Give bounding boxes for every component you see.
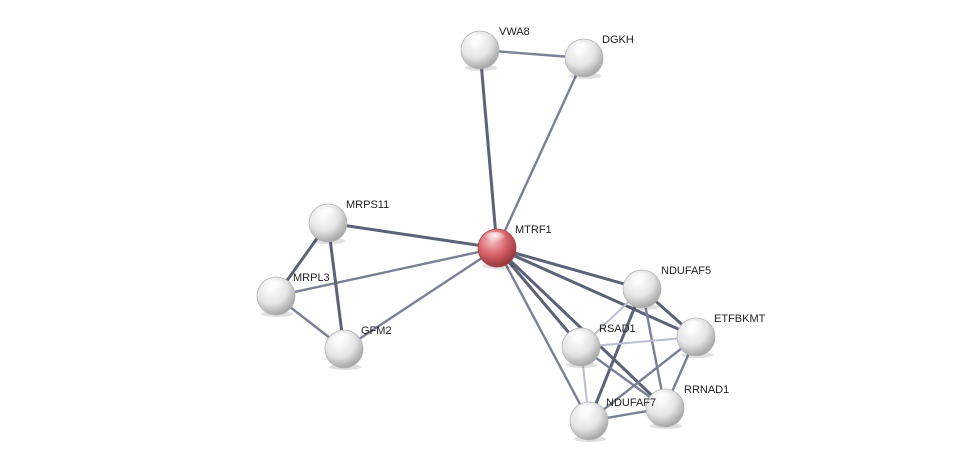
node-label-mrpl3: MRPL3 [293, 272, 330, 284]
edge-mtrf1-dgkh [495, 56, 586, 250]
edge-etfbkmt-ndufaf7 [587, 335, 698, 423]
node-highlight [651, 391, 675, 406]
edge-mtrf1-vwa8 [478, 48, 499, 250]
node-mtrf1[interactable]: MTRF1 [477, 224, 552, 269]
node-etfbkmt[interactable]: ETFBKMT [676, 313, 766, 358]
edge-mtrf1-mrpl3 [274, 246, 499, 298]
node-ndufaf5[interactable]: NDUFAF5 [622, 265, 711, 310]
node-highlight [262, 279, 286, 294]
node-label-gfm2: GFM2 [361, 325, 392, 337]
node-rrnad1[interactable]: RRNAD1 [645, 384, 729, 429]
node-label-etfbkmt: ETFBKMT [714, 313, 766, 325]
node-gfm2[interactable]: GFM2 [324, 325, 392, 370]
node-label-rsad1: RSAD1 [599, 323, 636, 335]
edge-mtrf1-ndufaf5 [495, 246, 644, 291]
node-highlight [682, 320, 706, 335]
edge-mtrf1-gfm2 [342, 246, 499, 351]
node-label-dgkh: DGKH [602, 34, 634, 46]
node-vwa8[interactable]: VWA8 [460, 26, 530, 71]
node-highlight [330, 332, 354, 347]
edge-ndufaf5-rrnad1 [640, 287, 667, 410]
edge-mtrf1-etfbkmt [495, 246, 698, 339]
node-ndufaf7[interactable]: NDUFAF7 [569, 397, 656, 442]
node-dgkh[interactable]: DGKH [564, 34, 634, 79]
node-label-ndufaf5: NDUFAF5 [661, 265, 711, 277]
edge-ndufaf5-ndufaf7 [587, 287, 644, 423]
node-highlight [575, 404, 599, 419]
node-label-mtrf1: MTRF1 [515, 224, 552, 236]
node-mrpl3[interactable]: MRPL3 [256, 272, 330, 317]
node-label-mrps11: MRPS11 [346, 199, 389, 211]
node-highlight [483, 231, 507, 246]
node-highlight [628, 272, 652, 287]
edge-mtrf1-ndufaf7 [495, 246, 591, 423]
node-highlight [567, 330, 591, 345]
edge-mtrf1-mrps11 [326, 221, 499, 250]
node-mrps11[interactable]: MRPS11 [308, 199, 389, 244]
node-highlight [570, 41, 594, 56]
node-label-rrnad1: RRNAD1 [684, 384, 729, 396]
node-highlight [314, 206, 338, 221]
edge-mtrf1-rsad1 [495, 246, 583, 349]
node-label-vwa8: VWA8 [499, 26, 530, 38]
node-label-ndufaf7: NDUFAF7 [606, 397, 656, 409]
edge-mrps11-gfm2 [326, 221, 346, 351]
node-rsad1[interactable]: RSAD1 [561, 323, 636, 368]
node-highlight [466, 33, 490, 48]
